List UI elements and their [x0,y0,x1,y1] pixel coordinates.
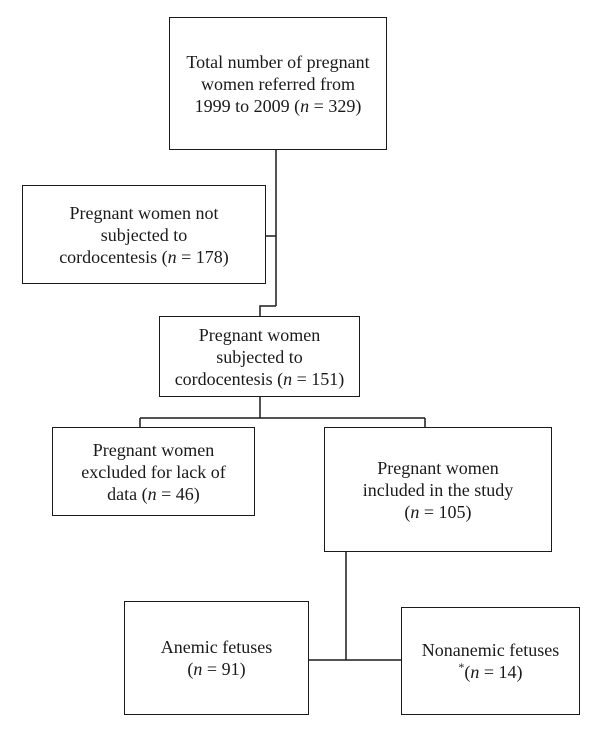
subjected-line-1: Pregnant women [198,324,321,345]
not-subjected-n-symbol: n [167,246,177,267]
subjected-line-3-prefix: cordocentesis ( [174,368,284,389]
subjected-line-3: cordocentesis (n = 151) [175,368,345,390]
nonanemic-line-1: Nonanemic fetuses [421,640,560,660]
connector-to-subjected [259,305,276,316]
not-subjected-count: = 178) [176,246,229,267]
box-nonanemic-fetuses: Nonanemic fetuses *(n = 14) [401,607,580,715]
box-subjected: Pregnant women subjected to cordocentesi… [159,316,360,397]
total-line-2: women referred from [201,73,355,94]
total-count: = 329) [309,95,362,116]
subjected-line-2: subjected to [216,346,303,367]
not-subjected-line-3: cordocentesis (n = 178) [59,246,229,268]
not-subjected-line-2: subjected to [100,224,188,245]
included-line-2: included in the study [362,479,514,500]
included-n-symbol: n [410,501,420,522]
nonanemic-line-2-prefix: ( [464,662,471,682]
anemic-count: = 91) [202,659,246,679]
anemic-line-2-prefix: ( [187,659,194,679]
included-count: = 105) [419,501,472,522]
subjected-count: = 151) [292,368,345,389]
subjected-n-symbol: n [283,368,293,389]
excluded-line-3: data (n = 46) [81,483,225,505]
total-line-3-prefix: 1999 to 2009 ( [194,95,301,116]
anemic-line-1: Anemic fetuses [160,637,273,657]
total-n-symbol: n [300,95,310,116]
nonanemic-line-2: *(n = 14) [422,661,559,683]
anemic-n-symbol: n [193,659,203,679]
excluded-line-2: excluded for lack of [81,461,226,482]
excluded-line-1: Pregnant women [92,439,215,460]
nonanemic-asterisk: * [458,660,465,674]
excluded-count: = 46) [156,483,200,504]
box-anemic-fetuses: Anemic fetuses (n = 91) [124,601,309,715]
box-excluded: Pregnant women excluded for lack of data… [52,427,255,516]
total-line-3: 1999 to 2009 (n = 329) [186,95,369,117]
included-line-1: Pregnant women [377,457,499,478]
total-line-1: Total number of pregnant [186,51,370,72]
included-line-3: (n = 105) [363,501,513,523]
anemic-line-2: (n = 91) [161,658,272,680]
excluded-line-3-prefix: data ( [107,483,148,504]
box-total-referred: Total number of pregnant women referred … [169,17,387,150]
not-subjected-line-3-prefix: cordocentesis ( [59,246,168,267]
nonanemic-n-symbol: n [470,662,480,682]
excluded-n-symbol: n [147,483,157,504]
included-line-3-prefix: ( [404,501,411,522]
not-subjected-line-1: Pregnant women not [69,202,219,223]
nonanemic-count: = 14) [479,662,523,682]
box-not-subjected: Pregnant women not subjected to cordocen… [22,185,266,284]
box-included: Pregnant women included in the study (n … [324,427,552,552]
